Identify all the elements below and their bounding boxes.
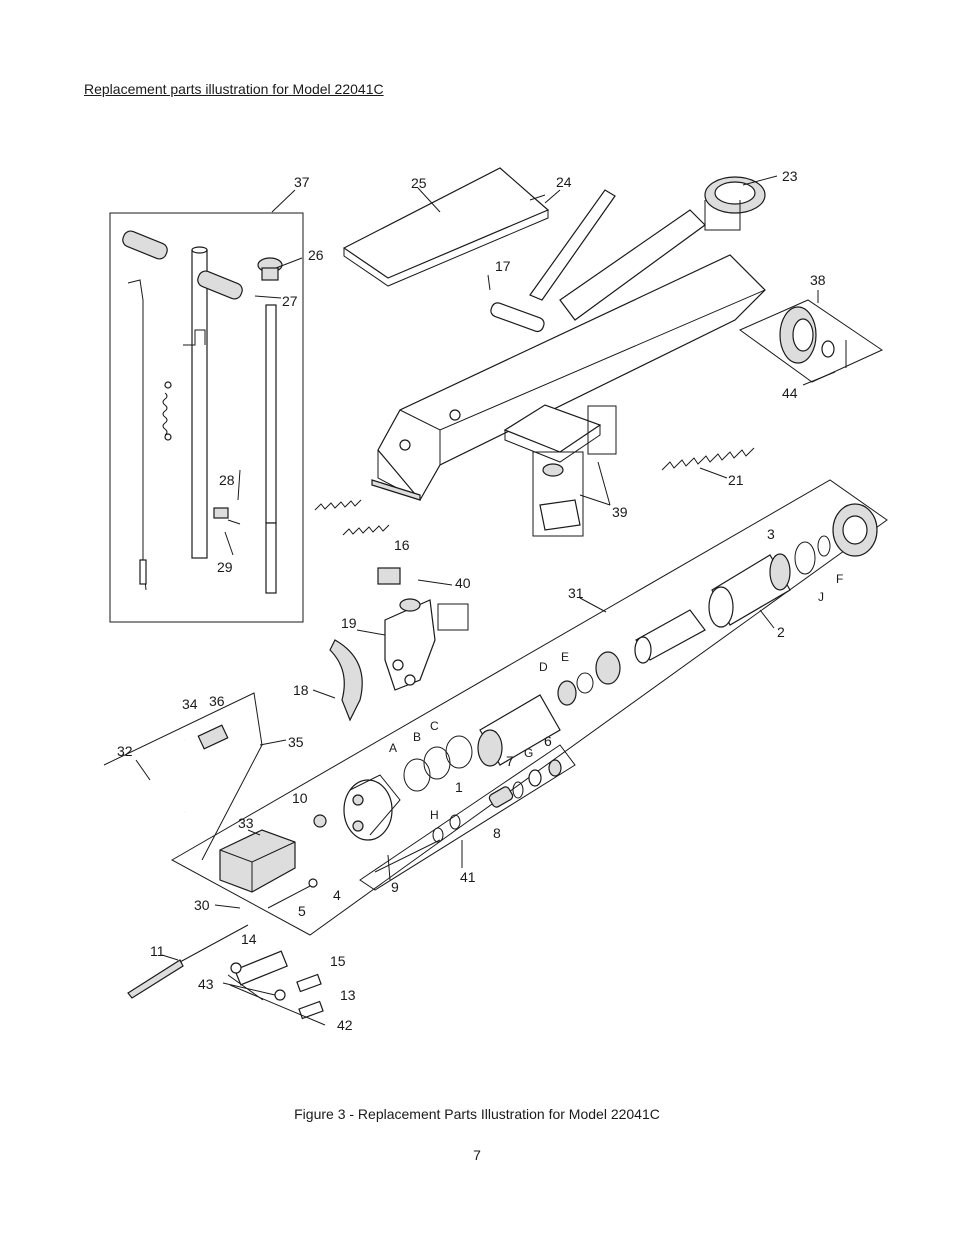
label-36: 36 (209, 693, 225, 709)
label-33: 33 (238, 815, 254, 831)
label-4: 4 (333, 887, 341, 903)
label-6: 6 (544, 733, 552, 749)
label-42: 42 (337, 1017, 353, 1033)
leader-lines (135, 189, 561, 1026)
label-5: 5 (298, 903, 306, 919)
label-43: 43 (198, 976, 214, 992)
label-38: 38 (810, 272, 826, 288)
linkage-group (127, 924, 324, 1020)
label-37: 37 (294, 174, 310, 190)
label-39: 39 (612, 504, 628, 520)
page-heading: Replacement parts illustration for Model… (84, 81, 384, 97)
handle-kit-group (109, 189, 304, 623)
label-7: 7 (506, 753, 514, 769)
label-1: 1 (455, 779, 463, 795)
label-D: D (539, 660, 548, 674)
figure-caption: Figure 3 - Replacement Parts Illustratio… (294, 1106, 660, 1122)
label-30: 30 (194, 897, 210, 913)
label-J: J (818, 590, 824, 604)
label-25: 25 (411, 175, 427, 191)
caster-38 (739, 290, 884, 386)
label-8: 8 (493, 825, 501, 841)
label-10: 10 (292, 790, 308, 806)
spring-16 (342, 524, 390, 536)
plate-25 (342, 167, 550, 287)
label-C: C (430, 719, 439, 733)
label-F: F (836, 572, 843, 586)
label-A: A (389, 741, 397, 755)
pump-assembly-31 (170, 479, 888, 936)
label-40: 40 (455, 575, 471, 591)
joint-39 (503, 404, 617, 537)
label-16: 16 (394, 537, 410, 553)
label-28: 28 (219, 472, 235, 488)
label-17: 17 (495, 258, 511, 274)
label-44: 44 (782, 385, 798, 401)
label-2: 2 (777, 624, 785, 640)
label-26: 26 (308, 247, 324, 263)
label-41: 41 (460, 869, 476, 885)
label-H: H (430, 808, 439, 822)
spring-21 (661, 447, 755, 471)
part-labels: 37 25 24 23 26 27 17 38 44 28 29 21 39 1… (117, 168, 843, 1033)
label-35: 35 (288, 734, 304, 750)
label-14: 14 (241, 931, 257, 947)
label-21: 21 (728, 472, 744, 488)
label-11: 11 (150, 943, 165, 959)
label-24: 24 (556, 174, 572, 190)
label-23: 23 (782, 168, 798, 184)
label-18: 18 (293, 682, 309, 698)
label-13: 13 (340, 987, 356, 1003)
label-34: 34 (182, 696, 198, 712)
bracket-19 (329, 567, 469, 722)
label-3: 3 (767, 526, 775, 542)
label-B: B (413, 730, 421, 744)
label-9: 9 (391, 879, 399, 895)
label-G: G (524, 746, 533, 760)
label-27: 27 (282, 293, 298, 309)
jack-frame (371, 189, 766, 502)
spring-left (314, 499, 362, 511)
hose-32 (103, 692, 287, 861)
label-31: 31 (568, 585, 584, 601)
label-E: E (561, 650, 569, 664)
saddle-23 (704, 175, 778, 231)
label-15: 15 (330, 953, 346, 969)
label-32: 32 (117, 743, 133, 759)
label-29: 29 (217, 559, 233, 575)
label-19: 19 (341, 615, 357, 631)
page-number: 7 (473, 1147, 481, 1163)
